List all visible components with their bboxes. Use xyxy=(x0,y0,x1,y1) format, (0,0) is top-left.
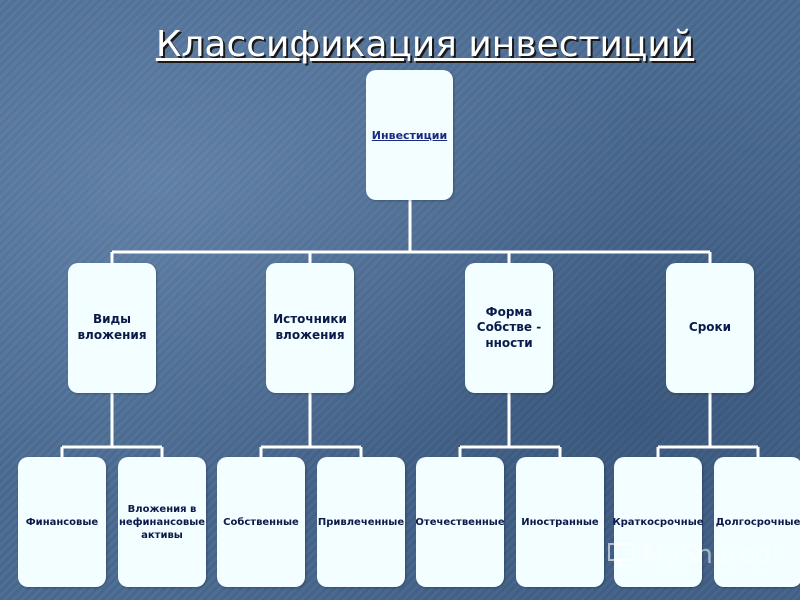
branch-node-sources: Источники вложения xyxy=(266,263,354,393)
leaf-node-domestic: Отечественные xyxy=(415,457,505,587)
presentation-icon xyxy=(608,543,634,567)
leaf-node-financial: Финансовые xyxy=(18,457,106,587)
leaf-node-own: Собственные xyxy=(217,457,305,587)
leaf-node-short-term: Краткосрочные xyxy=(612,457,704,587)
root-node: Инвестиции xyxy=(366,70,453,200)
page-title: Классификация инвестиций xyxy=(155,24,695,65)
branch-node-terms: Сроки xyxy=(666,263,754,393)
leaf-node-long-term: Долгосрочные xyxy=(714,457,800,587)
branch-node-types: Виды вложения xyxy=(68,263,156,393)
watermark: MyShared xyxy=(606,538,776,572)
leaf-node-nonfinancial: Вложения в нефинансовые активы xyxy=(118,457,206,587)
root-label: Инвестиции xyxy=(371,128,448,142)
watermark-text: MyShared xyxy=(642,540,772,570)
leaf-node-borrowed: Привлеченные xyxy=(317,457,405,587)
leaf-node-foreign: Иностранные xyxy=(516,457,604,587)
branch-node-ownership: Форма Собстве - нности xyxy=(465,263,553,393)
